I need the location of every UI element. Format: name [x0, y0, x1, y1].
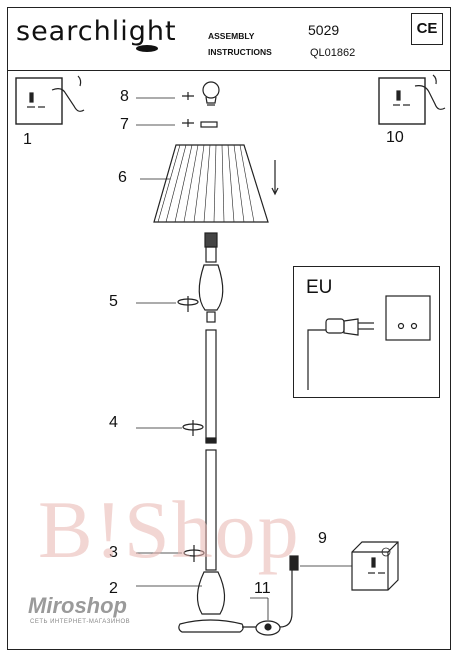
- plug-icon: [289, 555, 299, 571]
- assembly-line-1: ASSEMBLY: [208, 31, 255, 41]
- watermark-logo: Miroshop: [28, 593, 127, 618]
- step-3: 3: [109, 544, 118, 561]
- model-number: 5029: [308, 22, 340, 38]
- bulb-icon: [202, 81, 220, 106]
- step-6: 6: [118, 169, 127, 186]
- step-4: 4: [109, 414, 118, 431]
- watermark-logo-subtitle: СЕТЬ ИНТЕРНЕТ-МАГАЗИНОВ: [30, 619, 131, 625]
- hand-icon: [414, 85, 446, 110]
- step-2: 2: [109, 580, 118, 597]
- hand-icon: [51, 88, 85, 112]
- brand-logo: searchlight: [16, 16, 177, 47]
- eu-label: EU: [306, 277, 333, 298]
- step-1: 1: [23, 131, 32, 148]
- step-11: 11: [254, 580, 271, 597]
- wall-switch-icon: [15, 77, 63, 125]
- foot-switch-icon: [255, 620, 281, 636]
- watermark-text: B!Shop: [38, 484, 301, 575]
- step-7: 7: [120, 116, 129, 133]
- socket-icon: [351, 541, 399, 591]
- lampshade-icon: [153, 144, 269, 223]
- socket-icon: [385, 295, 431, 341]
- assembly-line-2: INSTRUCTIONS: [208, 47, 272, 57]
- assembly-title: ASSEMBLY INSTRUCTIONS: [208, 28, 272, 60]
- step-5: 5: [109, 293, 118, 310]
- step-9: 9: [318, 530, 327, 547]
- wall-switch-icon: [378, 77, 426, 125]
- product-code: QL01862: [310, 47, 356, 59]
- brand-logo-dot: [136, 45, 158, 52]
- step-10: 10: [386, 129, 404, 146]
- page-frame: [7, 7, 451, 650]
- ce-mark: CE: [411, 13, 443, 45]
- header-divider: [7, 70, 451, 71]
- step-8: 8: [120, 88, 129, 105]
- eu-plug-panel: [293, 266, 440, 398]
